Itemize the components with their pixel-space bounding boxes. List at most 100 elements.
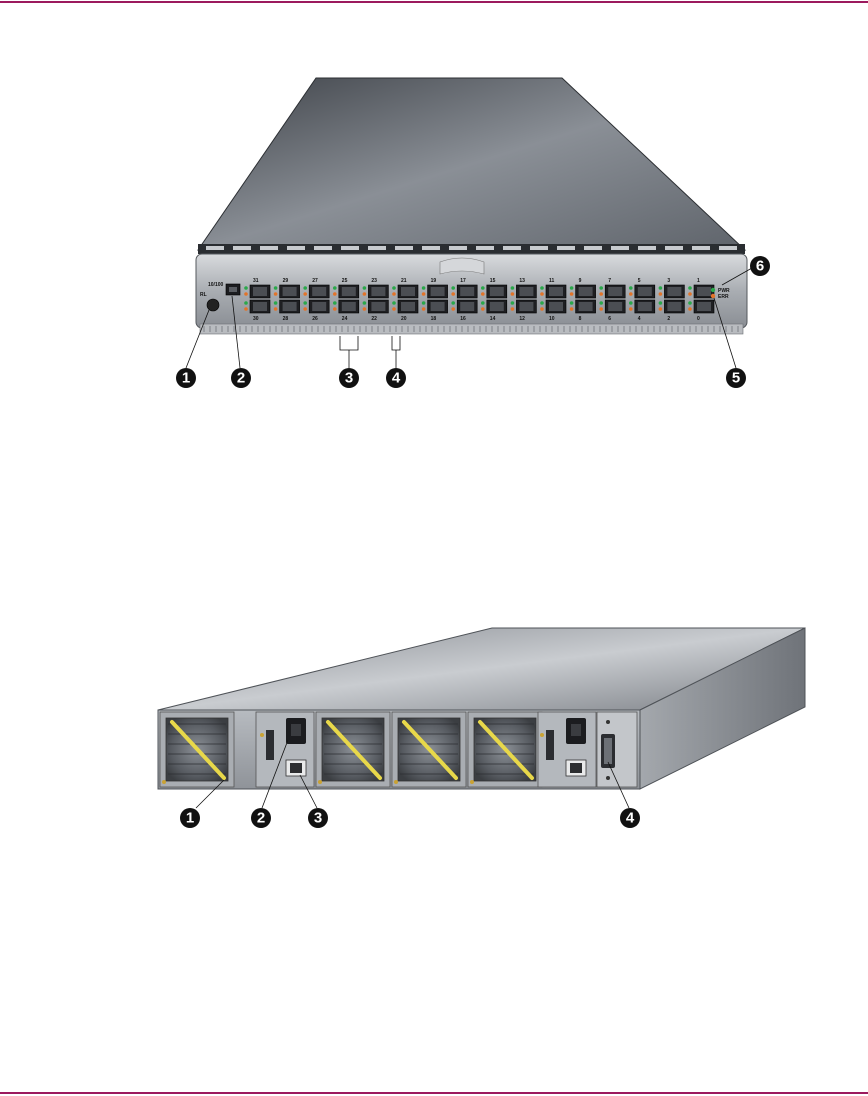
sfp-port-cage <box>430 287 445 296</box>
port-led-green <box>362 301 367 305</box>
sfp-port-cage <box>519 302 534 311</box>
port-number-bottom: 30 <box>253 316 259 322</box>
port-led-amber <box>688 307 692 311</box>
sfp-port-cage <box>549 302 563 311</box>
port-number-bottom: 16 <box>460 316 466 322</box>
port-number-bottom: 12 <box>519 316 525 322</box>
port-led-green <box>569 286 574 290</box>
vent-slot <box>665 246 683 250</box>
sfp-port-cage <box>341 302 356 311</box>
sfp-port-cage <box>371 302 386 311</box>
port-number-bottom: 14 <box>490 316 496 322</box>
sfp-port-cage <box>460 287 475 296</box>
port-led-amber <box>362 307 367 311</box>
sfp-port-cage <box>608 302 623 311</box>
rear-view: 1 2 3 4 <box>157 627 806 828</box>
port-led-amber <box>392 307 396 311</box>
front-callout-2: 2 <box>231 368 251 388</box>
reset-button[interactable] <box>206 298 220 312</box>
port-led-amber <box>599 292 603 296</box>
port-led-amber <box>451 292 456 296</box>
sfp-port-cage <box>312 302 327 311</box>
port-led-amber <box>421 292 426 296</box>
port-led-green <box>629 301 633 305</box>
port-number-bottom: 26 <box>312 316 318 322</box>
port-led-green <box>392 301 396 305</box>
vent-slot <box>530 246 548 250</box>
fan-module <box>467 711 543 788</box>
vent-slot <box>557 246 575 250</box>
svg-text:3: 3 <box>314 810 322 827</box>
sfp-port-cage <box>253 287 267 296</box>
port-led-amber <box>629 307 633 311</box>
port-led-amber <box>481 292 485 296</box>
sfp-port-cage <box>460 302 475 311</box>
port-number-top: 21 <box>401 278 407 284</box>
port-led-green <box>451 286 456 290</box>
port-led-green <box>244 286 248 290</box>
rear-callout-2: 2 <box>251 808 271 828</box>
port-number-bottom: 6 <box>608 316 611 322</box>
front-callout-6: 6 <box>750 256 770 276</box>
vent-slot <box>368 246 386 250</box>
port-led-amber <box>481 307 485 311</box>
port-led-green <box>303 301 308 305</box>
sfp-port-cage <box>282 302 297 311</box>
port-number-top: 5 <box>638 278 641 284</box>
port-led-amber <box>303 292 308 296</box>
sfp-port-cage <box>430 302 445 311</box>
port-number-top: 1 <box>697 278 700 284</box>
svg-text:1: 1 <box>186 810 194 827</box>
vent-slot <box>449 246 467 250</box>
port-number-bottom: 4 <box>638 316 641 322</box>
vent-slot <box>314 246 332 250</box>
sfp-port-cage <box>667 287 682 296</box>
vent-slot <box>233 246 251 250</box>
front-callout-1: 1 <box>176 368 196 388</box>
svg-text:6: 6 <box>756 258 764 275</box>
top-rule <box>0 1 868 3</box>
port-number-top: 13 <box>519 278 525 284</box>
port-led-green <box>273 301 278 305</box>
port-led-green <box>451 301 456 305</box>
port-number-top: 29 <box>283 278 289 284</box>
port-led-amber <box>333 292 337 296</box>
vent-slot <box>287 246 305 250</box>
port-led-green <box>658 301 663 305</box>
sfp-port-cage <box>489 287 504 296</box>
bottom-rail <box>199 323 744 335</box>
port-led-green <box>510 301 515 305</box>
vent-slot <box>638 246 656 250</box>
vent-slot <box>503 246 521 250</box>
svg-text:1: 1 <box>182 370 190 387</box>
sfp-port-cage <box>371 287 386 296</box>
port-led-green <box>303 286 308 290</box>
port-led-amber <box>658 307 663 311</box>
port-led-green <box>362 286 367 290</box>
svg-text:4: 4 <box>626 810 635 827</box>
port-led-amber <box>540 307 544 311</box>
rear-callout-3: 3 <box>308 808 328 828</box>
err-led <box>710 293 716 299</box>
sfp-port-cage <box>341 287 356 296</box>
sfp-port-cage <box>401 287 415 296</box>
port-number-top: 7 <box>608 278 611 284</box>
rail-ticks <box>203 326 739 332</box>
port-led-amber <box>421 307 426 311</box>
port-led-amber <box>362 292 367 296</box>
fan-release-stripe <box>170 720 226 780</box>
port-led-amber <box>303 307 308 311</box>
port-led-green <box>333 286 337 290</box>
vent-slot <box>206 246 224 250</box>
port-number-top: 25 <box>342 278 348 284</box>
sfp-port-cage <box>489 302 504 311</box>
ethernet-port-contacts <box>229 287 237 292</box>
port-led-amber <box>540 292 544 296</box>
eth-label: 10/100 <box>208 282 224 288</box>
sfp-port-cage <box>253 302 267 311</box>
port-led-green <box>540 286 544 290</box>
port-led-amber <box>273 307 278 311</box>
port-led-green <box>481 301 485 305</box>
port-number-bottom: 22 <box>371 316 377 322</box>
